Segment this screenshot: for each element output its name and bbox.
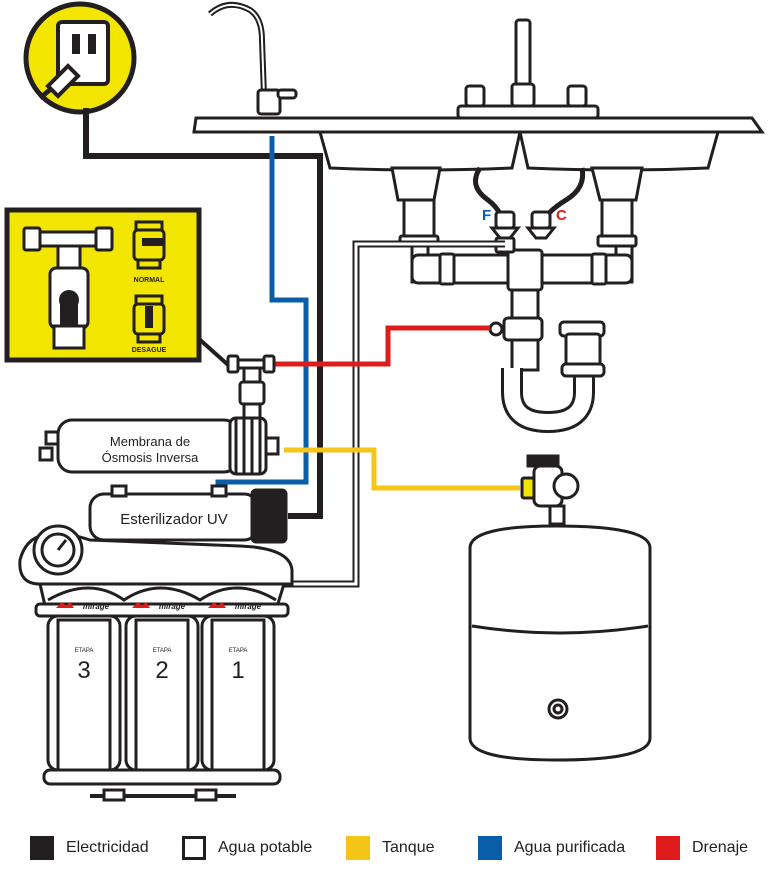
legend-item-tank: Tanque: [346, 834, 435, 862]
filter-1-brand: mirage: [235, 602, 262, 611]
legend-item-purified: Agua purificada: [478, 834, 625, 862]
filter-1-stage: 1: [231, 657, 244, 684]
legend: Electricidad Agua potable Tanque Agua pu…: [0, 828, 768, 872]
tank-line: [284, 447, 520, 491]
legend-item-potable: Agua potable: [182, 834, 312, 862]
purified-water-line: [215, 136, 309, 494]
ro-faucet: [208, 1, 298, 116]
legend-label-tank: Tanque: [382, 839, 435, 856]
filter-1-stage-word: ETAPA: [229, 648, 248, 654]
legend-label-purified: Agua purificada: [514, 839, 626, 856]
storage-tank: [468, 454, 652, 762]
valve-inset: [4, 207, 238, 374]
supply-valves: [473, 166, 586, 254]
potable-water-line: [282, 240, 505, 588]
drain-line: [268, 325, 490, 367]
membrane-label-1: Membrana de: [110, 434, 190, 449]
filter-3-stage-word: ETAPA: [75, 648, 94, 654]
uv-label: Esterilizador UV: [120, 511, 228, 528]
sink: [192, 18, 765, 434]
legend-swatch-electricity: [30, 836, 54, 860]
power-outlet-icon: [23, 1, 137, 115]
filter-3-brand: mirage: [83, 602, 110, 611]
legend-item-electricity: Electricidad: [30, 834, 149, 862]
uv-sterilizer: [88, 484, 288, 544]
brand-logos: [56, 602, 226, 608]
filter-housings: [46, 614, 276, 772]
valve-drain-label: DESAGUE: [132, 347, 167, 354]
ro-membrane-housing: [38, 416, 280, 476]
legend-label-drain: Drenaje: [692, 839, 749, 856]
flow-valve: [226, 354, 276, 422]
filter-2-stage-word: ETAPA: [153, 648, 172, 654]
legend-item-drain: Drenaje: [656, 834, 748, 862]
legend-label-potable: Agua potable: [218, 839, 313, 856]
cold-label: F: [482, 207, 491, 224]
electricity-line: [83, 108, 323, 519]
legend-label-electricity: Electricidad: [66, 839, 149, 856]
legend-swatch-purified: [478, 836, 502, 860]
valve-normal-label: NORMAL: [134, 277, 165, 284]
legend-swatch-tank: [346, 836, 370, 860]
membrane-label-2: Ósmosis Inversa: [102, 450, 200, 465]
filter-2-stage: 2: [155, 657, 168, 684]
legend-swatch-potable: [182, 836, 206, 860]
filter-3-stage: 3: [77, 657, 90, 684]
filter-2-brand: mirage: [159, 602, 186, 611]
legend-swatch-drain: [656, 836, 680, 860]
hot-label: C: [556, 207, 567, 224]
